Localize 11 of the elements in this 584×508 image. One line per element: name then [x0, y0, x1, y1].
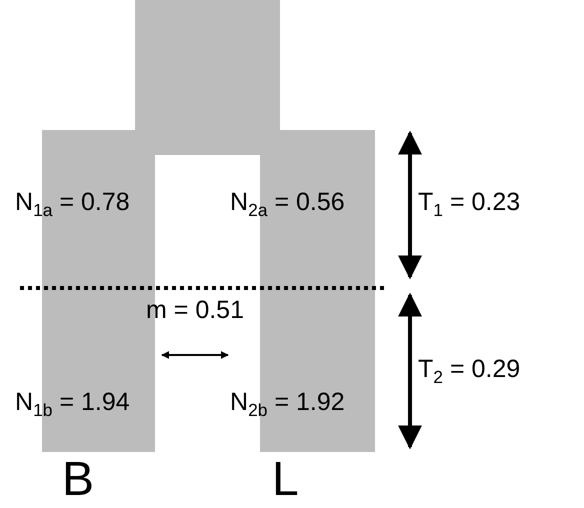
- edge-label: m = 0.51: [145, 296, 245, 325]
- migration-arrow: [161, 351, 229, 359]
- population-size-label: N$_{1a}$ = 0.78: [15, 188, 130, 221]
- ancestral-population-block: [135, 0, 280, 155]
- time-label: T$_{1}$ = 0.23: [418, 188, 520, 221]
- population-size-label: N$_{2a}$ = 0.56: [230, 188, 345, 221]
- time-label: T$_{2}$ = 0.29: [418, 355, 520, 388]
- population-name: B: [62, 455, 94, 505]
- population-name: L: [272, 455, 299, 505]
- population-size-label: N$_{1b}$ = 1.94: [15, 388, 130, 421]
- population-size-label: N$_{2b}$ = 1.92: [230, 388, 345, 421]
